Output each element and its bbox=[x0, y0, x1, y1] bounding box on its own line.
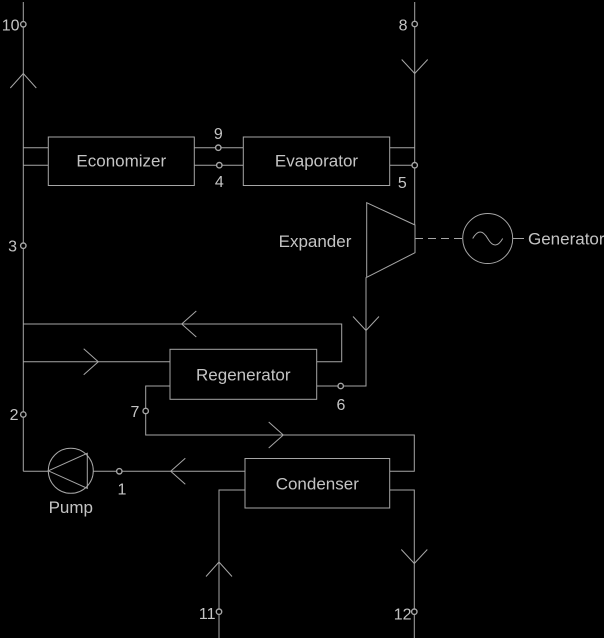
condenser-box bbox=[244, 458, 391, 509]
pump-symbol bbox=[47, 447, 94, 494]
node-3 bbox=[19, 242, 27, 250]
node-8 bbox=[411, 20, 419, 28]
generator-sine-icon bbox=[472, 231, 504, 246]
arrow-down-stream-12 bbox=[400, 549, 428, 565]
arrow-right-into-regenerator bbox=[83, 348, 100, 376]
evaporator-label: Evaporator bbox=[275, 152, 358, 171]
node-5 bbox=[411, 161, 419, 169]
state-point-6-label: 6 bbox=[337, 397, 346, 414]
node-4 bbox=[215, 161, 223, 169]
state-point-12-label: 12 bbox=[394, 607, 412, 624]
state-point-8-label: 8 bbox=[399, 18, 408, 35]
node-7 bbox=[142, 407, 150, 415]
state-point-10-label: 10 bbox=[2, 18, 20, 35]
state-point-5-label: 5 bbox=[398, 175, 407, 192]
regenerator-label: Regenerator bbox=[196, 366, 291, 385]
pipe-cooling-water-out bbox=[389, 489, 415, 638]
economizer-box bbox=[47, 136, 195, 186]
state-point-4-label: 4 bbox=[215, 174, 224, 191]
state-point-9-label: 9 bbox=[214, 126, 223, 143]
state-point-3-label: 3 bbox=[8, 239, 17, 256]
node-11 bbox=[215, 608, 223, 616]
node-12 bbox=[410, 608, 418, 616]
node-6 bbox=[337, 382, 345, 390]
pump-triangle-icon bbox=[47, 452, 88, 490]
node-9 bbox=[214, 144, 222, 152]
generator-symbol bbox=[462, 213, 514, 264]
arrow-up-stream-10 bbox=[9, 72, 37, 89]
pipe-regenerator-cold-outlet bbox=[23, 323, 343, 363]
regenerator-box bbox=[169, 348, 318, 400]
arrow-down-stream-8 bbox=[401, 59, 429, 75]
arrow-up-stream-11 bbox=[205, 561, 233, 577]
arrow-left-to-pump bbox=[169, 457, 186, 485]
pipe-regenerator-to-condenser bbox=[145, 385, 415, 472]
evaporator-box bbox=[242, 136, 391, 186]
expander-symbol bbox=[366, 201, 416, 279]
arrow-left-to-economizer bbox=[180, 310, 197, 338]
economizer-label: Economizer bbox=[76, 152, 166, 171]
node-10 bbox=[19, 20, 27, 28]
node-1 bbox=[115, 467, 123, 475]
node-2 bbox=[19, 411, 27, 418]
arrow-down-expander-outlet bbox=[352, 316, 380, 332]
pipe-cooling-water-in bbox=[218, 489, 245, 638]
expander-label: Expander bbox=[279, 232, 352, 251]
condenser-label: Condenser bbox=[276, 475, 360, 494]
pipe-expander-outlet bbox=[316, 277, 367, 387]
state-point-11-label: 11 bbox=[199, 606, 216, 623]
state-point-2-label: 2 bbox=[10, 407, 19, 424]
generator-label: Generator bbox=[528, 230, 604, 249]
pump-label: Pump bbox=[49, 498, 93, 517]
state-point-1-label: 1 bbox=[118, 482, 127, 499]
state-point-7-label: 7 bbox=[131, 404, 140, 421]
arrow-right-to-condenser bbox=[268, 421, 285, 449]
